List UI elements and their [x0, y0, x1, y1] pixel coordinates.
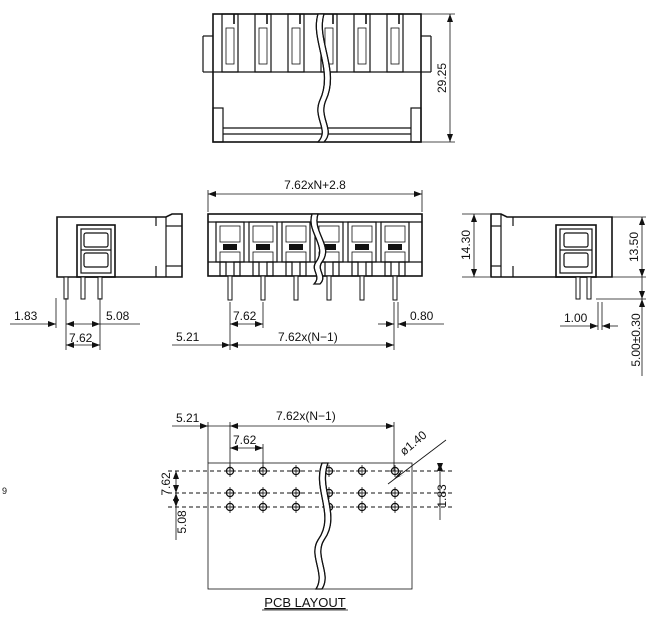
module-slot	[252, 251, 274, 263]
front-view: 7.62xN+2.8 7.62 0.80 5.21 7.62x(N−1)	[172, 178, 444, 350]
pcb-pin-span-dim: 7.62x(N−1)	[276, 409, 336, 423]
module-slot	[285, 251, 307, 263]
module-foot	[398, 261, 406, 277]
top-slot	[287, 13, 305, 73]
module-foot	[384, 261, 392, 277]
front-overall-width-dim: 7.62xN+2.8	[284, 178, 346, 192]
module-foot	[351, 261, 359, 277]
pcb-pitch-dim: 7.62	[233, 433, 257, 447]
right-view: 14.30 13.50 5.00±0.30 1.00	[459, 213, 646, 376]
module-clamp	[223, 244, 237, 250]
front-pin	[260, 275, 266, 301]
top-slot	[254, 13, 272, 73]
front-module	[347, 221, 377, 301]
module-window	[252, 225, 274, 243]
left-view: 1.83 5.08 7.62	[10, 213, 183, 350]
pcb-rear-row-dim: 5.08	[175, 510, 189, 534]
front-pin-width-dim: 0.80	[410, 309, 434, 323]
top-view: 29.25	[202, 13, 455, 143]
front-pin	[359, 275, 365, 301]
right-height-dim: 14.30	[459, 230, 473, 260]
left-rear-dim: 5.08	[106, 309, 130, 323]
front-pin-span-dim: 7.62x(N−1)	[278, 330, 338, 344]
module-foot	[332, 261, 340, 277]
pcb-layout-title: PCB LAYOUT	[264, 595, 345, 610]
top-slot-inner	[357, 27, 367, 65]
front-pitch-dim: 7.62	[233, 309, 257, 323]
top-slot	[386, 13, 404, 73]
module-slot	[219, 251, 241, 263]
module-clamp	[355, 244, 369, 250]
pcb-hole-dia-dim: ø1.40	[397, 428, 430, 459]
terminal-slots	[221, 13, 404, 73]
module-foot	[299, 261, 307, 277]
left-pin	[80, 276, 86, 300]
module-foot	[266, 261, 274, 277]
top-slot-inner	[390, 27, 400, 65]
module-window	[351, 225, 373, 243]
module-clamp	[289, 244, 303, 250]
top-slot	[221, 13, 239, 73]
module-clamp	[256, 244, 270, 250]
pcb-side-offset-dim: 1.83	[435, 484, 449, 508]
left-pitch-dim: 7.62	[69, 331, 93, 345]
module-foot	[252, 261, 260, 277]
front-module	[380, 221, 410, 301]
top-slot-inner	[291, 27, 301, 65]
right-inner-height-dim: 13.50	[627, 232, 641, 262]
right-pin-length-dim: 5.00±0.30	[629, 313, 643, 367]
front-module	[248, 221, 278, 301]
module-slot	[351, 251, 373, 263]
top-slot-inner	[225, 27, 235, 65]
module-clamp	[388, 244, 402, 250]
left-pins	[63, 276, 103, 300]
margin-note: 9	[2, 486, 7, 496]
front-module	[215, 221, 245, 301]
front-edge-offset-dim: 5.21	[176, 330, 200, 344]
top-height-dim: 29.25	[435, 63, 449, 93]
left-pin	[97, 276, 103, 300]
front-pin	[392, 275, 398, 301]
module-slot	[384, 251, 406, 263]
pcb-layout: 5.21 7.62x(N−1) 7.62 ø1.40 7.62 5.08 1.8…	[159, 409, 452, 611]
front-pin	[293, 275, 299, 301]
module-window	[219, 225, 241, 243]
right-pin-dia-dim: 1.00	[564, 311, 588, 325]
module-foot	[219, 261, 227, 277]
module-clamp	[322, 244, 336, 250]
top-slot-inner	[258, 27, 268, 65]
front-modules	[215, 221, 410, 301]
left-pin	[63, 276, 69, 300]
module-window	[384, 225, 406, 243]
front-module	[281, 221, 311, 301]
pcb-holes	[224, 465, 401, 513]
module-foot	[365, 261, 373, 277]
front-pin	[227, 275, 233, 301]
module-foot	[233, 261, 241, 277]
module-foot	[285, 261, 293, 277]
pcb-edge-offset-dim: 5.21	[176, 411, 200, 425]
top-slot	[353, 13, 371, 73]
front-pin	[326, 275, 332, 301]
left-offset-dim: 1.83	[14, 309, 38, 323]
module-window	[285, 225, 307, 243]
pcb-row-pitch-dim: 7.62	[159, 472, 173, 496]
